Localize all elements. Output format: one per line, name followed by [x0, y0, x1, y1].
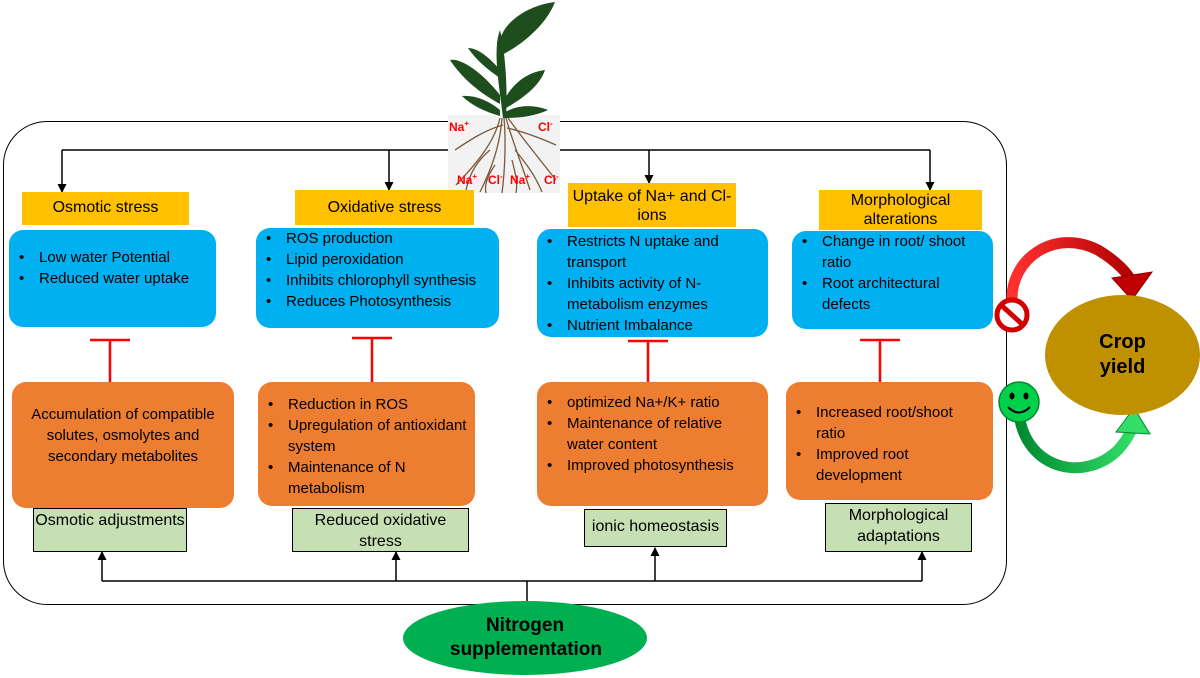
effect-item: ROS production — [264, 228, 491, 249]
ion-na-top: Na+ — [449, 119, 470, 134]
effects-box-ion-uptake: Restricts N uptake and transport Inhibit… — [537, 229, 768, 337]
response-item: Increased root/shoot ratio — [794, 402, 985, 444]
ion-na-bottom-2: Na+ — [510, 172, 531, 187]
stress-header-ion-uptake: Uptake of Na+ and Cl- ions — [568, 183, 736, 227]
prohibited-icon — [994, 297, 1030, 333]
ion-cl-bottom-1: Cl- — [488, 172, 503, 187]
plant-icon — [448, 2, 560, 194]
effect-item: Reduces Photosynthesis — [264, 291, 491, 312]
effect-item: Root architectural defects — [800, 273, 985, 315]
crop-yield-node: Crop yield — [1045, 295, 1200, 415]
nitrogen-distribution-arrows — [97, 547, 927, 612]
adaptation-box-morphological: Morphological adaptations — [825, 503, 972, 552]
response-item: Reduction in ROS — [266, 394, 467, 415]
effect-item: Nutrient Imbalance — [545, 315, 760, 336]
effect-item: Inhibits activity of N-metabolism enzyme… — [545, 273, 760, 315]
adaptation-box-osmotic: Osmotic adjustments — [33, 508, 187, 552]
negative-effect-arrow — [1006, 237, 1154, 308]
positive-effect-arrow — [1014, 407, 1151, 474]
response-box-ion-uptake: optimized Na+/K+ ratio Maintenance of re… — [537, 382, 768, 506]
response-item: Improved photosynthesis — [545, 455, 760, 476]
effect-item: Lipid peroxidation — [264, 249, 491, 270]
adaptation-box-oxidative: Reduced oxidative stress — [292, 508, 469, 552]
inhibition-symbols — [90, 336, 900, 383]
smiley-icon — [998, 381, 1040, 423]
response-box-osmotic: Accumulation of compatible solutes, osmo… — [12, 382, 234, 508]
stress-header-oxidative: Oxidative stress — [295, 190, 474, 225]
response-item: Maintenance of relative water content — [545, 413, 760, 455]
effect-item: Restricts N uptake and transport — [545, 231, 760, 273]
effect-item: Change in root/ shoot ratio — [800, 231, 985, 273]
ion-cl-bottom-2: Cl- — [544, 172, 559, 187]
effects-box-osmotic: Low water Potential Reduced water uptake — [9, 230, 216, 327]
ion-na-bottom-1: Na+ — [457, 172, 478, 187]
response-box-oxidative: Reduction in ROS Upregulation of antioxi… — [258, 382, 475, 506]
effect-item: Inhibits chlorophyll synthesis — [264, 270, 491, 291]
nitrogen-supplementation-node: Nitrogen supplementation — [403, 601, 647, 675]
effects-box-oxidative: ROS production Lipid peroxidation Inhibi… — [256, 228, 499, 328]
stress-header-morphological: Morphological alterations — [819, 190, 982, 230]
effect-item: Low water Potential — [17, 247, 208, 268]
ion-cl-top: Cl- — [538, 119, 553, 134]
adaptation-box-ion-homeostasis: ionic homeostasis — [584, 509, 727, 547]
response-item: Improved root development — [794, 444, 985, 486]
effects-box-morphological: Change in root/ shoot ratio Root archite… — [792, 231, 993, 329]
response-box-morphological: Increased root/shoot ratio Improved root… — [786, 382, 993, 500]
stress-header-osmotic: Osmotic stress — [22, 192, 189, 225]
effect-item: Reduced water uptake — [17, 268, 208, 289]
response-item: Upregulation of antioxidant system — [266, 415, 467, 457]
response-item: Maintenance of N metabolism — [266, 457, 467, 499]
response-item: optimized Na+/K+ ratio — [545, 392, 760, 413]
